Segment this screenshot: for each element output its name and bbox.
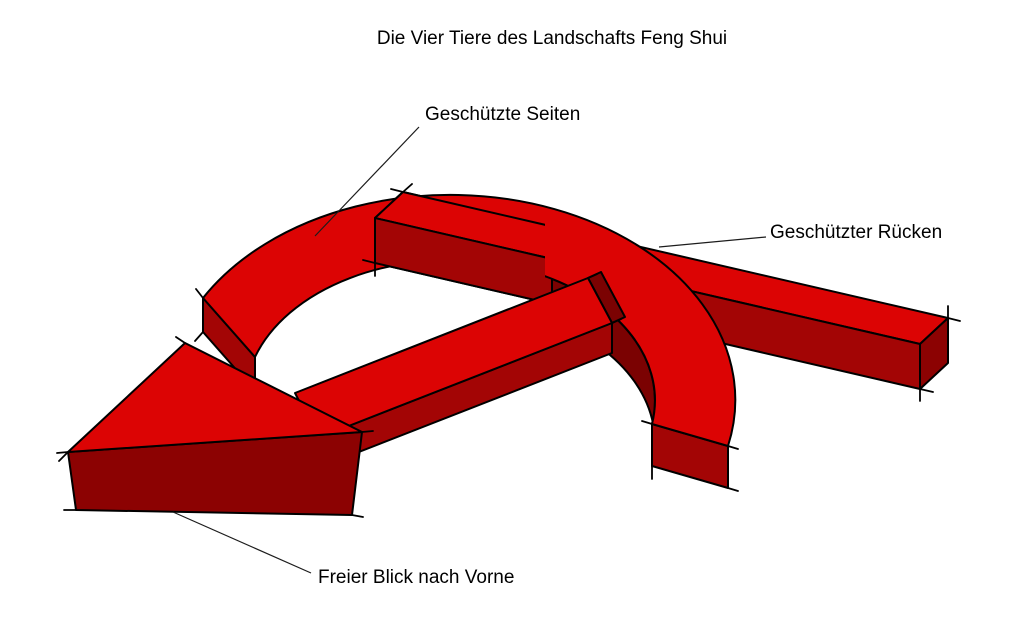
leader-line-front [172, 511, 312, 574]
diagram-title: Die Vier Tiere des Landschafts Feng Shui [376, 28, 728, 49]
leader-line-back [658, 236, 767, 248]
sketch-ticks [56, 183, 961, 518]
label-geschuetzter-ruecken: Geschützter Rücken [770, 222, 943, 243]
back-bar-top-overlap [374, 191, 545, 259]
label-freier-blick-nach-vorne: Freier Blick nach Vorne [318, 567, 515, 588]
label-geschuetzte-seiten: Geschützte Seiten [425, 104, 581, 125]
leader-line-sides [314, 126, 420, 237]
front-arrow-shape [67, 271, 626, 516]
back-bar-front-overlap-face [374, 217, 545, 304]
arrow-head-top-face [67, 342, 363, 453]
